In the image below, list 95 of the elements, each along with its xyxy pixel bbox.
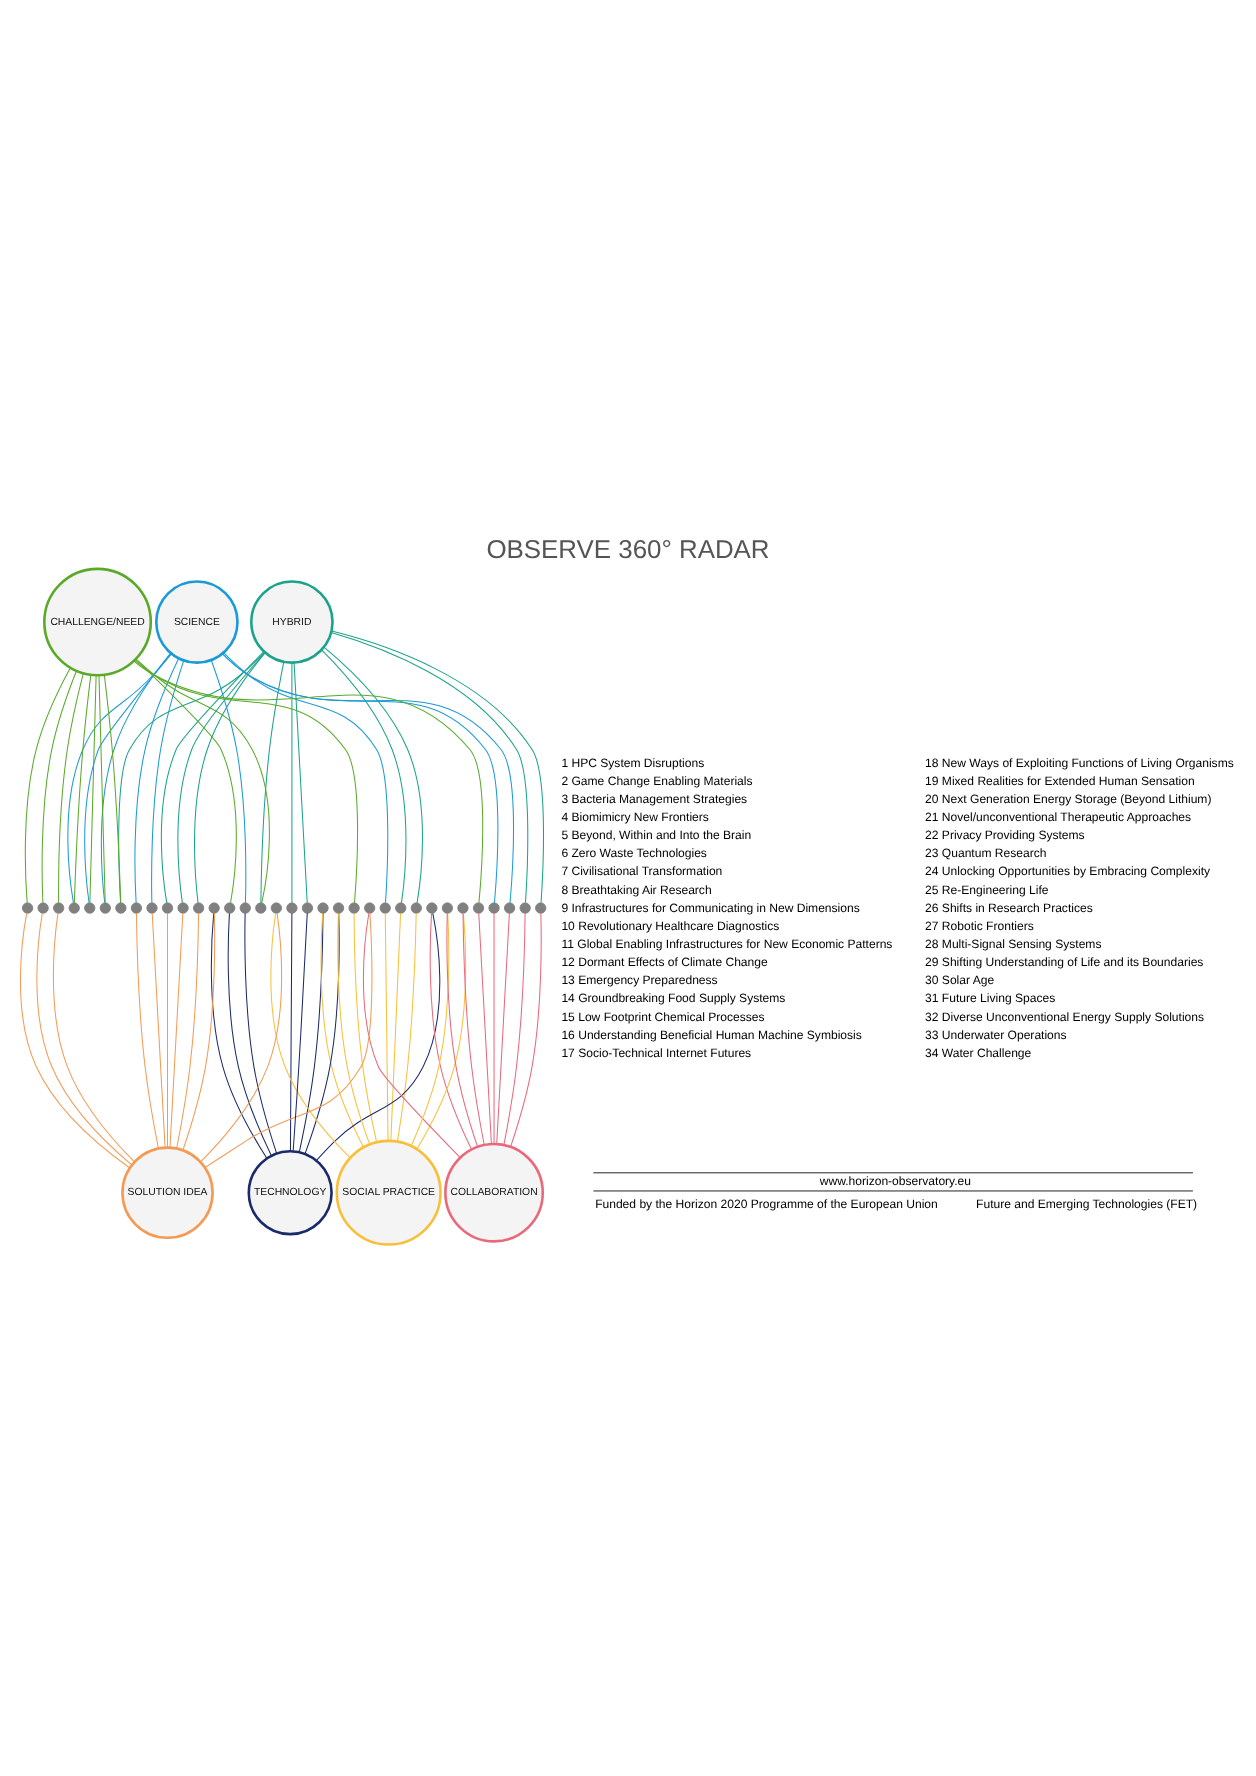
connector <box>160 650 265 903</box>
connector <box>396 911 417 1141</box>
connector <box>320 911 364 1147</box>
connector <box>177 651 266 903</box>
connector <box>210 911 268 1158</box>
connector <box>98 673 106 903</box>
node-circle <box>84 901 96 913</box>
connector <box>200 911 283 1162</box>
node-circle <box>410 901 422 913</box>
diagram-title: OBSERVE 360° RADAR <box>486 532 770 563</box>
connector <box>390 911 402 1141</box>
node-circle <box>177 901 189 913</box>
node-circle <box>286 901 298 913</box>
connector <box>337 911 371 1144</box>
connector <box>315 911 441 1161</box>
node-circle <box>364 901 376 913</box>
node-circle <box>193 901 205 913</box>
connector <box>291 661 293 903</box>
connector <box>384 911 389 1141</box>
connector <box>223 651 389 903</box>
connector <box>510 911 542 1147</box>
node-circle <box>441 901 453 913</box>
connector <box>260 660 285 903</box>
connector <box>24 666 71 903</box>
connector <box>289 911 293 1151</box>
node-circle <box>519 901 531 913</box>
node-circle <box>379 901 391 913</box>
connector <box>169 911 184 1147</box>
connector <box>293 661 308 903</box>
connector <box>103 673 122 903</box>
connector <box>298 911 324 1152</box>
connector <box>503 911 526 1145</box>
connector <box>362 911 461 1157</box>
node-circle <box>255 901 267 913</box>
node-circle <box>472 901 485 913</box>
connector <box>135 657 237 903</box>
connector <box>73 673 92 903</box>
node-circle <box>37 901 49 913</box>
connector <box>210 658 247 903</box>
node-circle <box>348 901 360 913</box>
connector <box>67 652 172 903</box>
connector <box>204 911 373 1167</box>
node-circle <box>317 901 329 913</box>
connector <box>292 911 308 1152</box>
connector <box>270 911 351 1158</box>
node-circle <box>68 901 80 913</box>
node-circle <box>224 901 236 913</box>
connector <box>244 911 278 1154</box>
node-circle <box>457 901 469 913</box>
connector <box>135 657 270 903</box>
connector <box>58 671 84 903</box>
node-circle <box>395 901 407 913</box>
connector <box>478 911 492 1144</box>
connector <box>429 911 472 1149</box>
connector <box>151 659 185 903</box>
node-circle <box>504 901 516 913</box>
connector <box>20 911 130 1168</box>
connector <box>496 911 510 1144</box>
node-circle <box>208 901 220 913</box>
node-circle <box>301 901 314 913</box>
connector <box>462 911 485 1145</box>
node-circle <box>426 901 438 913</box>
node-circle <box>21 901 34 913</box>
node-circle <box>239 901 251 913</box>
node-circle <box>270 901 282 913</box>
node-circle <box>146 901 158 913</box>
node-circle <box>115 901 127 913</box>
connector <box>446 911 478 1147</box>
node-circle <box>332 901 345 913</box>
node-circle <box>99 901 111 913</box>
connector <box>84 652 172 903</box>
connector <box>493 911 495 1144</box>
connector <box>227 911 273 1156</box>
connector <box>134 656 180 903</box>
connector <box>135 911 159 1148</box>
connector <box>52 911 135 1162</box>
connector <box>41 669 77 903</box>
connector <box>176 911 200 1148</box>
connector <box>194 651 266 903</box>
connector <box>133 659 484 903</box>
connector <box>89 673 97 903</box>
connector <box>323 645 423 903</box>
connector <box>134 658 359 903</box>
connector <box>151 911 166 1147</box>
connector <box>353 911 378 1142</box>
node-circle <box>488 901 500 913</box>
connector <box>182 911 216 1150</box>
node-circle <box>130 901 143 913</box>
connector <box>100 651 172 903</box>
node-circle <box>53 901 65 913</box>
node-circle <box>535 901 547 913</box>
connector <box>36 911 133 1165</box>
connector <box>167 911 169 1147</box>
connector <box>321 648 407 903</box>
node-circle <box>161 901 174 913</box>
